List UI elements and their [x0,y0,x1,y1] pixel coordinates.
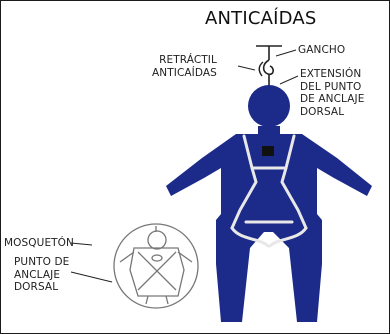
worker-figure [166,85,372,322]
label-gancho: GANCHO [298,44,346,56]
leader-lines [70,49,299,283]
inset-dorsal-sketch [113,223,199,309]
label-retractil: RETRÁCTIL ANTICAÍDAS [152,54,217,79]
dorsal-anchor-icon [262,146,274,156]
label-extension: EXTENSIÓN DEL PUNTO DE ANCLAJE DORSAL [300,68,365,118]
label-punto-anclaje: PUNTO DE ANCLAJE DORSAL [14,256,70,293]
hook-icon [258,61,264,77]
retractable-lifeline [256,45,282,86]
diagram-title: ANTICAÍDAS [205,8,317,29]
harness-straps [230,134,308,248]
label-mosqueton: MOSQUETÓN [4,237,75,249]
